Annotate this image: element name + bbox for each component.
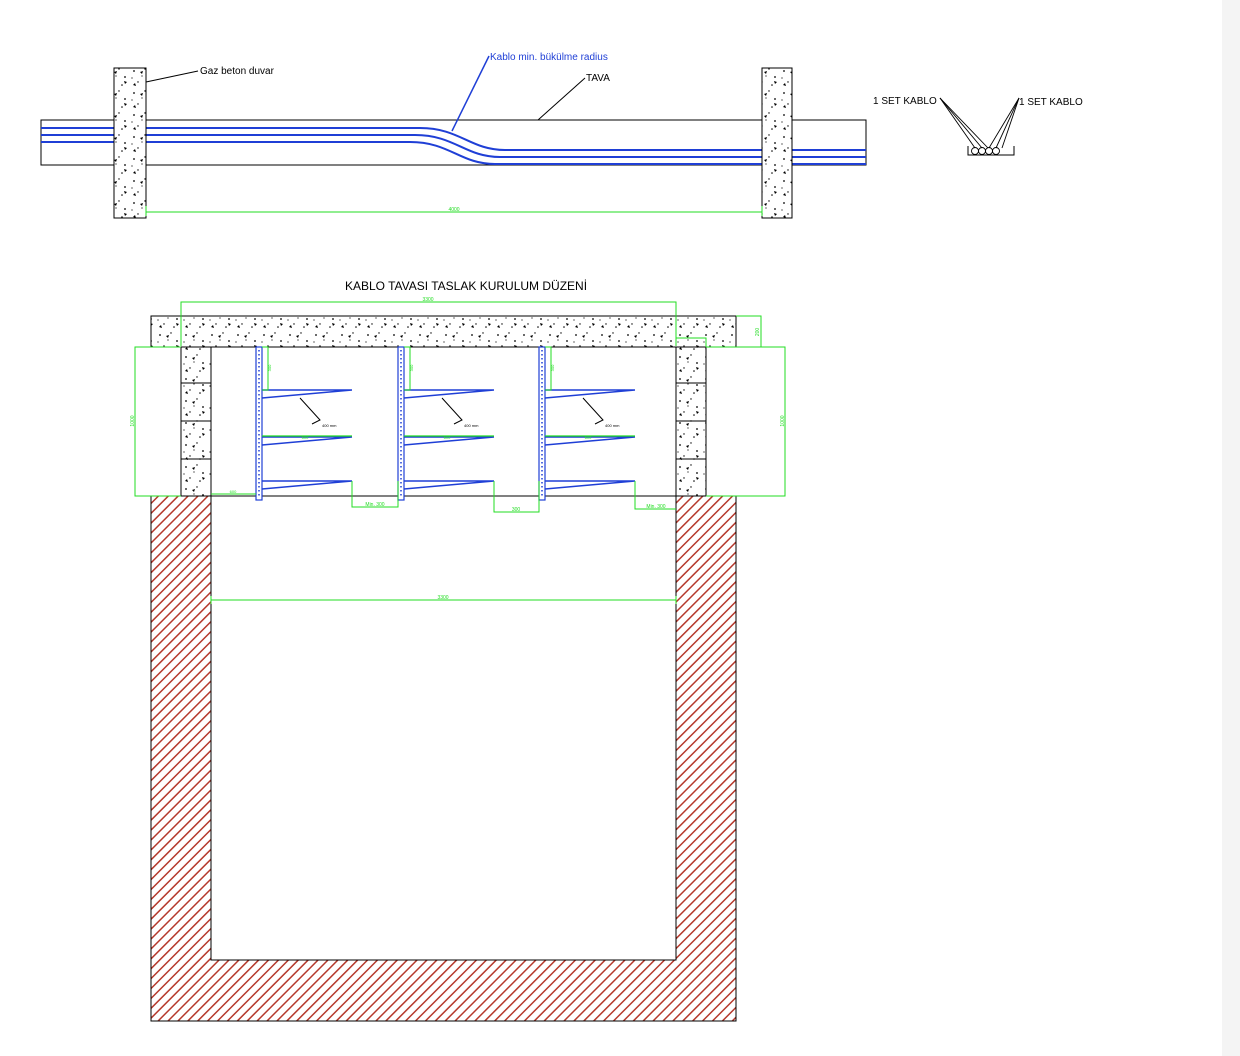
- bend-radius-label: Kablo min. bükülme radius: [490, 52, 608, 63]
- top-view: Gaz beton duvar Kablo min. bükülme radiu…: [40, 52, 867, 219]
- span-dimension-text: 4000: [448, 207, 459, 213]
- cable-set-label-right: 1 SET KABLO: [1019, 97, 1083, 108]
- wall-gap-dim: 600: [230, 489, 237, 494]
- bend-dim-1: 400 mm: [322, 423, 337, 428]
- right-block-wall: [675, 346, 707, 497]
- tray-width-dim-1: 600: [302, 435, 309, 440]
- aerated-concrete-wall-right: [761, 67, 793, 219]
- tray-leader-line: [537, 77, 586, 121]
- cable-rack-2: [397, 346, 495, 501]
- section-dimensions: [134, 301, 786, 604]
- slab-width-dim: 3300: [422, 297, 433, 303]
- cable-section-detail: 1 SET KABLO 1 SET KABLO: [873, 96, 1083, 156]
- right-height-dim: 1000: [780, 415, 786, 426]
- bend-dim-2: 400 mm: [464, 423, 479, 428]
- cable-rack-1: [255, 346, 353, 501]
- pit-interior: [210, 495, 677, 961]
- cable-set-label-left: 1 SET KABLO: [873, 96, 937, 107]
- left-height-dim: 1000: [130, 415, 136, 426]
- aerated-concrete-wall-left: [113, 67, 147, 219]
- gap-dim-2: 300: [512, 507, 521, 513]
- cable-set-leaders: [939, 97, 1020, 149]
- wall-label: Gaz beton duvar: [200, 66, 275, 77]
- page-margin-strip: [1222, 0, 1240, 1056]
- tray-label: TAVA: [586, 73, 610, 84]
- bracket-top-dim-3: 300: [550, 364, 555, 371]
- tray-width-dim-3: 600: [585, 435, 592, 440]
- bend-radius-leader-line: [451, 55, 490, 132]
- installation-section: KABLO TAVASI TASLAK KURULUM DÜZENİ: [130, 279, 786, 1022]
- section-title: KABLO TAVASI TASLAK KURULUM DÜZENİ: [345, 279, 587, 293]
- tray-width-dim-2: 600: [444, 435, 451, 440]
- pit-width-dim: 3300: [437, 595, 448, 601]
- left-block-wall: [180, 346, 212, 497]
- gap-dim-1: Min. 300: [365, 502, 384, 508]
- slab-thickness-dim: 200: [755, 328, 761, 337]
- tray-channel-section: [967, 146, 1015, 156]
- gap-dim-3: Min. 300: [646, 504, 665, 510]
- wall-leader-line: [145, 70, 199, 83]
- cable-cross-sections: [971, 147, 1000, 155]
- cable-rack-3: [538, 346, 636, 501]
- bracket-top-dim-2: 300: [409, 364, 414, 371]
- bracket-top-dim-1: 300: [267, 364, 272, 371]
- cable-set-plan: [41, 127, 866, 165]
- bend-dim-3: 400 mm: [605, 423, 620, 428]
- span-dimension: [145, 206, 763, 216]
- concrete-slab: [150, 315, 737, 348]
